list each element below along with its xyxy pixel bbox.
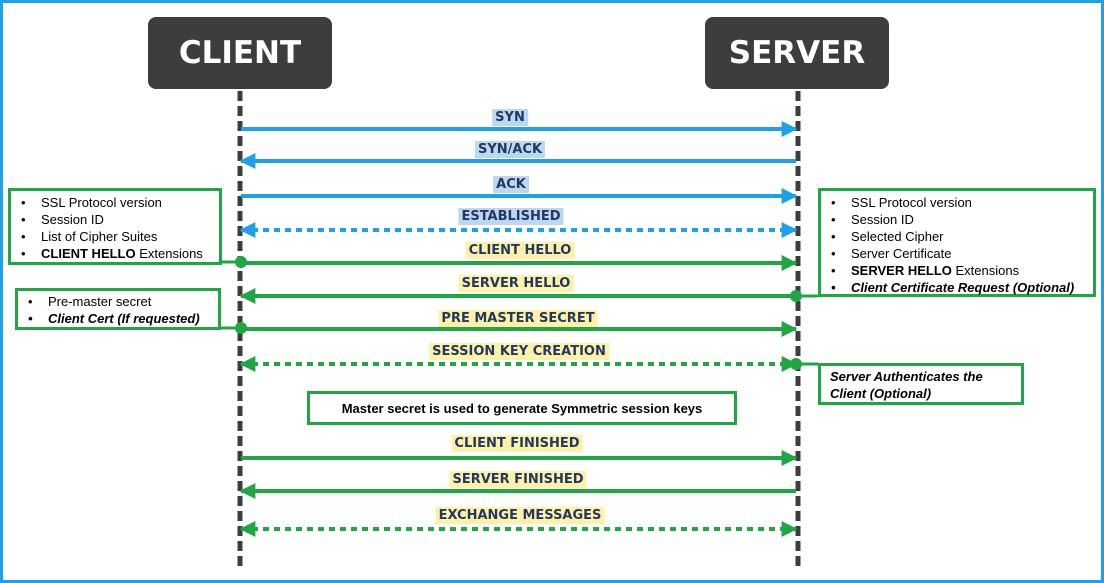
message-label: ESTABLISHED — [458, 208, 564, 225]
message-label: SERVER HELLO — [458, 275, 574, 292]
server-auth-line: Server Authenticates the — [830, 369, 983, 384]
message-label: PRE MASTER SECRET — [438, 310, 598, 327]
server-hello-item: Session ID — [831, 211, 1093, 228]
server-hello-item: SERVER HELLO Extensions — [831, 262, 1093, 279]
pre-master-note: Pre-master secret Client Cert (If reques… — [15, 288, 221, 330]
client-hello-item: List of Cipher Suites — [21, 228, 219, 245]
server-hello-item: Selected Cipher — [831, 228, 1093, 245]
message-label: SERVER FINISHED — [449, 471, 587, 488]
client-hello-note: SSL Protocol version Session ID List of … — [8, 188, 222, 265]
server-hello-item: SSL Protocol version — [831, 194, 1093, 211]
client-hello-item: Session ID — [21, 211, 219, 228]
server-actor: SERVER — [705, 17, 889, 89]
message-label: CLIENT FINISHED — [451, 435, 583, 452]
client-actor: CLIENT — [148, 17, 332, 89]
client-hello-item: CLIENT HELLO Extensions — [21, 245, 219, 262]
message-label: CLIENT HELLO — [465, 242, 575, 259]
client-hello-item: SSL Protocol version — [21, 194, 219, 211]
server-label: SERVER — [728, 35, 866, 71]
server-hello-item: Server Certificate — [831, 245, 1093, 262]
server-hello-item: Client Certificate Request (Optional) — [831, 279, 1093, 296]
client-label: CLIENT — [178, 35, 302, 71]
server-auth-note: Server Authenticates the Client (Optiona… — [818, 363, 1024, 405]
pre-master-item: Pre-master secret — [28, 293, 218, 310]
pre-master-item: Client Cert (If requested) — [28, 310, 218, 327]
message-label: SYN/ACK — [474, 141, 546, 158]
master-secret-note: Master secret is used to generate Symmet… — [307, 391, 737, 425]
message-label: SYN — [492, 109, 528, 126]
master-secret-text: Master secret is used to generate Symmet… — [341, 400, 703, 416]
server-hello-note: SSL Protocol version Session ID Selected… — [818, 188, 1096, 297]
message-label: SESSION KEY CREATION — [429, 343, 609, 360]
server-auth-line: Client (Optional) — [830, 386, 932, 401]
message-label: ACK — [493, 176, 529, 193]
message-label: EXCHANGE MESSAGES — [435, 507, 605, 524]
